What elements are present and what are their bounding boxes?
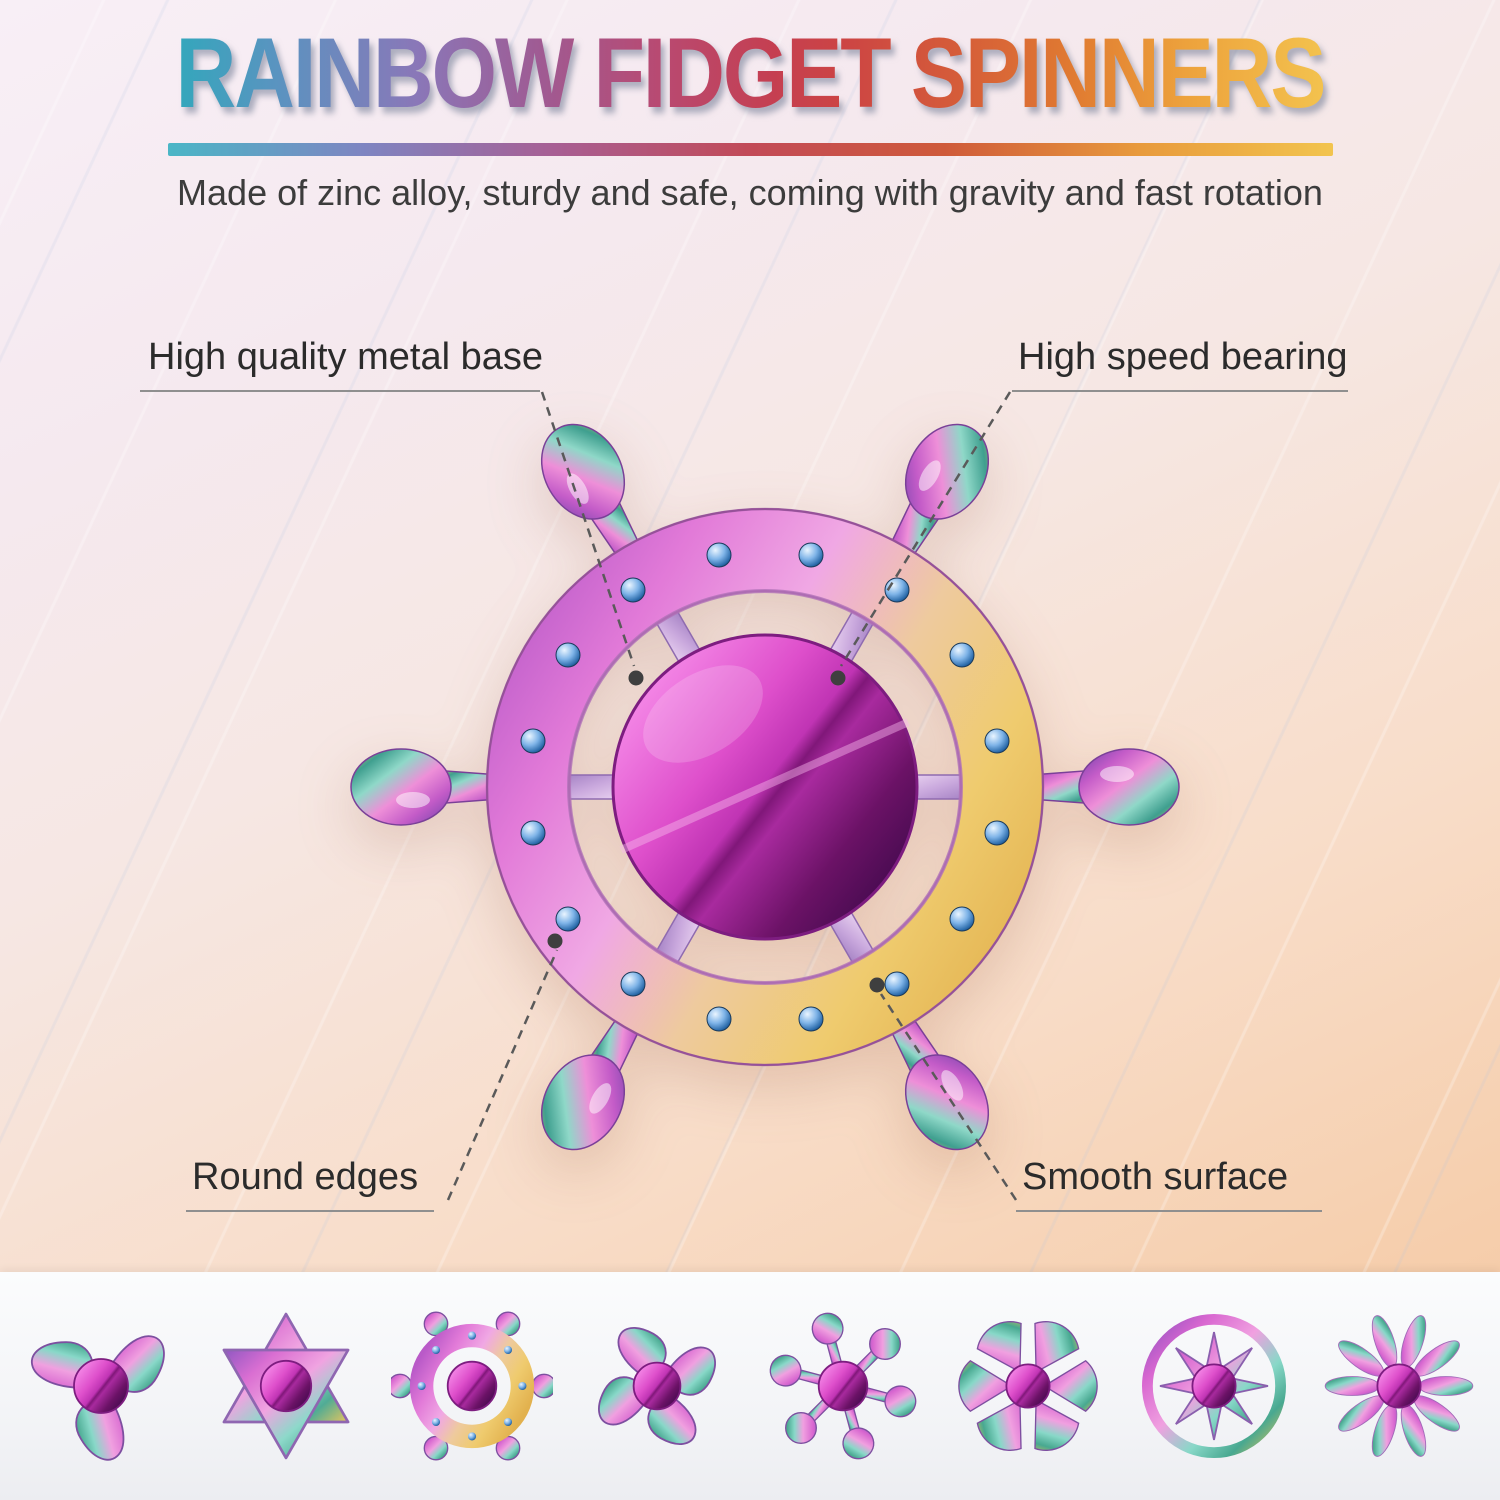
compass-star-spinner-icon [1141,1314,1286,1458]
thumbnail-ship-wheel-spinner [387,1296,557,1476]
ship-wheel-spinner-icon [390,1311,553,1461]
page-subtitle: Made of zinc alloy, sturdy and safe, com… [177,172,1323,213]
thumbnail-ball-hex-spinner [758,1296,928,1476]
hexagram-star-spinner-icon [222,1312,350,1460]
wheel-center-dome [611,633,919,941]
thumbnail-dragon-quad-spinner [572,1296,742,1476]
thumbnail-hexagram-star-spinner [201,1296,371,1476]
title-underline-bar [167,143,1333,156]
page-title: RAINBOW FIDGET SPINNERS [176,16,1327,130]
thumbnail-compass-star-spinner [1129,1296,1299,1476]
ball-hex-spinner-icon [769,1312,917,1460]
callout-round-edges: Round edges [192,1156,419,1198]
callout-metal-base: High quality metal base [148,336,543,378]
mermaid-dragon-spinner-icon [30,1335,165,1461]
thumbnail-daisy-petal-spinner [1314,1296,1484,1476]
main-spinner-illustration [350,423,1180,1151]
ginkgo-fan-spinner-icon [958,1321,1099,1451]
thumbnail-mermaid-dragon-spinner [16,1296,186,1476]
callout-smooth-surface: Smooth surface [1022,1156,1289,1198]
header: RAINBOW FIDGET SPINNERS Made of zinc all… [0,16,1500,214]
thumbnail-ginkgo-fan-spinner [943,1296,1113,1476]
callout-bearing: High speed bearing [1018,336,1348,378]
dragon-quad-spinner-icon [598,1327,717,1445]
variant-strip [0,1272,1500,1500]
daisy-petal-spinner-icon [1325,1315,1474,1457]
